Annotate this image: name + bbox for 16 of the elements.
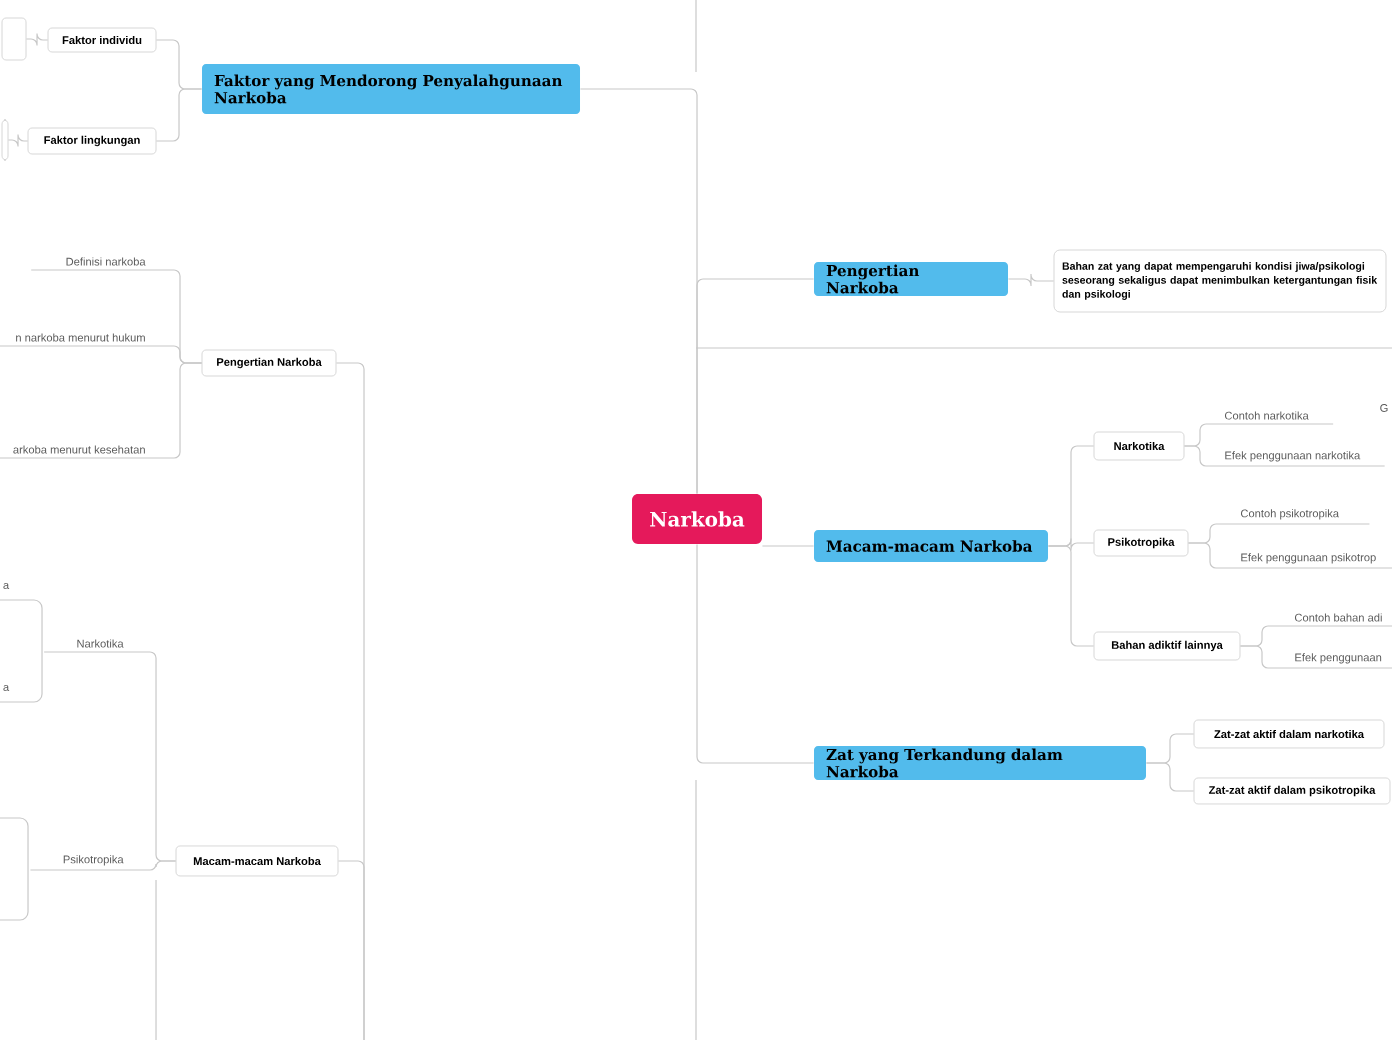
connector-line xyxy=(1007,273,1055,287)
connector-line xyxy=(7,133,29,148)
connector-line xyxy=(1183,445,1386,467)
connector-line xyxy=(25,32,49,47)
connector-line xyxy=(1239,645,1392,669)
connector-line xyxy=(696,543,815,764)
connector-line xyxy=(696,278,815,495)
empty-box xyxy=(1,17,27,61)
connector-line xyxy=(29,860,177,871)
connector-line xyxy=(1145,762,1195,792)
connector-line xyxy=(1047,545,1095,647)
connector-line xyxy=(1187,542,1392,569)
central-topic-box: Narkoba xyxy=(632,494,762,544)
connector-line xyxy=(0,362,203,459)
connector-line xyxy=(337,860,365,1040)
connector-line xyxy=(155,88,203,142)
